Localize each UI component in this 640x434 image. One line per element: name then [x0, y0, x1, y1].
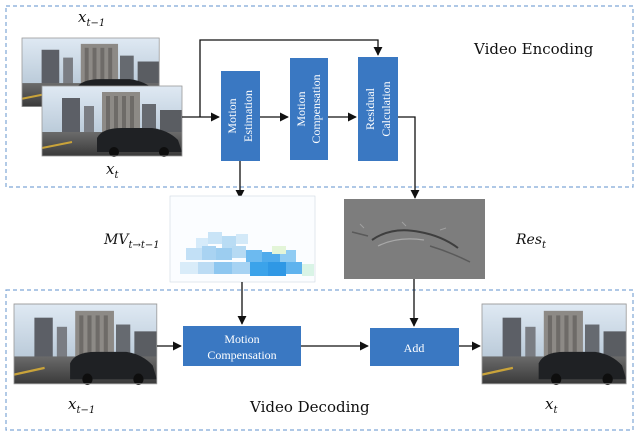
encoding-section-border	[5, 5, 634, 188]
frame-cur-encoding	[41, 85, 183, 158]
frame-prev-decoding	[12, 302, 158, 387]
encoder-arrows	[182, 39, 420, 199]
label-x-prev-bottom: xt−1	[68, 395, 95, 416]
add-block-label: Add	[404, 341, 425, 355]
residual-calculation-line1: Residual	[363, 87, 377, 130]
residual-map	[344, 199, 485, 279]
residual-calculation-line2: Calculation	[379, 81, 393, 136]
motion-estimation-block: Motion Estimation	[221, 71, 260, 161]
residual-calculation-block: Residual Calculation	[358, 57, 398, 161]
motion-compensation-enc-line2: Compensation	[309, 74, 323, 143]
motion-compensation-dec-line2: Compensation	[207, 348, 276, 362]
motion-estimation-line1: Motion	[225, 98, 239, 133]
decoder-arrows	[157, 279, 481, 351]
label-x-cur-bottom: xt	[545, 395, 558, 416]
motion-compensation-encoding-block: Motion Compensation	[290, 58, 328, 160]
label-x-prev-top: xt−1	[78, 8, 105, 29]
label-x-cur-top: xt	[106, 160, 119, 181]
add-block: Add	[370, 328, 459, 366]
frame-reconstructed	[480, 302, 628, 387]
label-mv: MVt→t−1	[103, 232, 160, 251]
encoding-section-title: Video Encoding	[473, 40, 594, 58]
motion-compensation-enc-line1: Motion	[294, 91, 308, 126]
decoding-section-border	[5, 289, 634, 431]
motion-vector-map	[169, 195, 316, 283]
motion-compensation-decoding-block: Motion Compensation	[183, 326, 301, 366]
motion-estimation-line2: Estimation	[241, 90, 255, 142]
decoding-section-title: Video Decoding	[249, 398, 370, 416]
label-res: Rest	[515, 232, 547, 251]
motion-compensation-dec-line1: Motion	[224, 332, 259, 346]
